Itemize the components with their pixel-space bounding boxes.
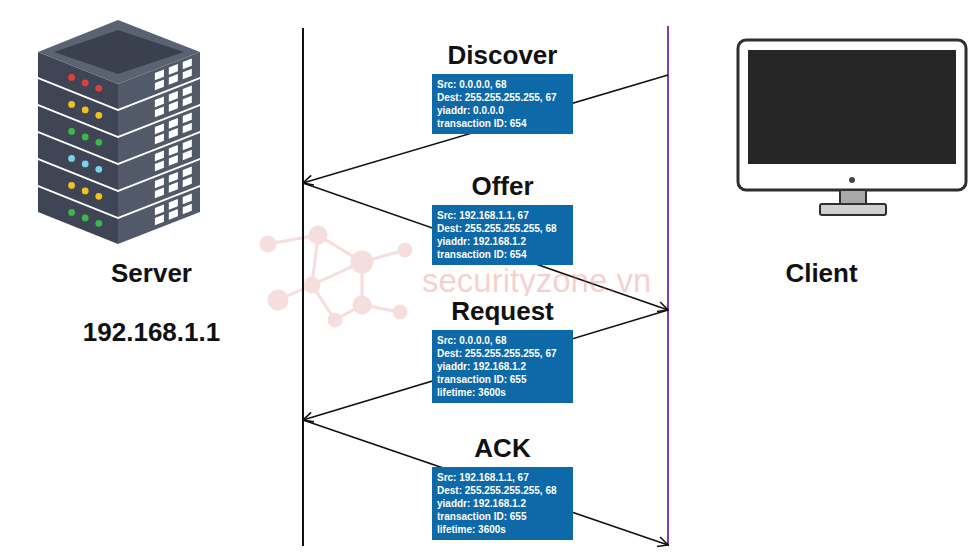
message-field: transaction ID: 655: [437, 373, 568, 386]
endpoint-node: Server 192.168.1.1: [0, 20, 303, 550]
message-fields: Src: 192.168.1.1, 67Dest: 255.255.255.25…: [432, 467, 573, 540]
message-arrow: [303, 183, 668, 310]
message-field: Src: 192.168.1.1, 67: [437, 471, 568, 484]
message-title: Discover: [444, 40, 562, 70]
server-icon: [38, 20, 200, 244]
message-field: Src: 192.168.1.1, 67: [437, 209, 568, 222]
message-field: transaction ID: 655: [437, 510, 568, 523]
ip-address: 192.168.1.1: [0, 317, 303, 347]
message-field: yiaddr: 192.168.1.2: [437, 497, 568, 510]
message-field: yiaddr: 192.168.1.2: [437, 360, 568, 373]
watermark-graph: [261, 227, 411, 326]
endpoint-node: Client: [668, 20, 975, 550]
message-field: yiaddr: 192.168.1.2: [437, 235, 568, 248]
watermark-text: securityzone.vn: [422, 262, 651, 300]
watermark-text: securityzone.vn: [422, 262, 651, 299]
message-arrow: [303, 310, 668, 420]
message-field: Src: 0.0.0.0, 68: [437, 78, 568, 91]
message-fields: Src: 0.0.0.0, 68Dest: 255.255.255.255, 6…: [432, 74, 573, 134]
node-name: Server: [0, 258, 303, 288]
client-lifeline: [667, 26, 669, 546]
message-field: Dest: 255.255.255.255, 68: [437, 484, 568, 497]
message-arrow: [303, 420, 668, 545]
message-title: Request: [447, 296, 558, 326]
node-name: Client: [668, 258, 975, 288]
message-field: Dest: 255.255.255.255, 68: [437, 222, 568, 235]
message-field: Dest: 255.255.255.255, 67: [437, 347, 568, 360]
message-field: lifetime: 3600s: [437, 386, 568, 399]
message-field: yiaddr: 0.0.0.0: [437, 104, 568, 117]
message-box: ACK Src: 192.168.1.1, 67Dest: 255.255.255…: [432, 433, 573, 540]
message-fields: Src: 0.0.0.0, 68Dest: 255.255.255.255, 6…: [432, 330, 573, 403]
server-lifeline: [302, 28, 304, 546]
message-arrow: [303, 75, 668, 183]
message-box: OfferSrc: 192.168.1.1, 67Dest: 255.255.2…: [432, 171, 573, 265]
message-title: ACK: [470, 433, 534, 463]
message-title: Offer: [467, 171, 537, 201]
message-field: transaction ID: 654: [437, 117, 568, 130]
message-box: RequestSrc: 0.0.0.0, 68Dest: 255.255.255…: [432, 296, 573, 403]
monitor-icon: [738, 40, 966, 215]
message-box: DiscoverSrc: 0.0.0.0, 68Dest: 255.255.25…: [432, 40, 573, 134]
message-field: Src: 0.0.0.0, 68: [437, 334, 568, 347]
message-fields: Src: 192.168.1.1, 67Dest: 255.255.255.25…: [432, 205, 573, 265]
message-field: lifetime: 3600s: [437, 523, 568, 536]
message-field: transaction ID: 654: [437, 248, 568, 261]
message-field: Dest: 255.255.255.255, 67: [437, 91, 568, 104]
